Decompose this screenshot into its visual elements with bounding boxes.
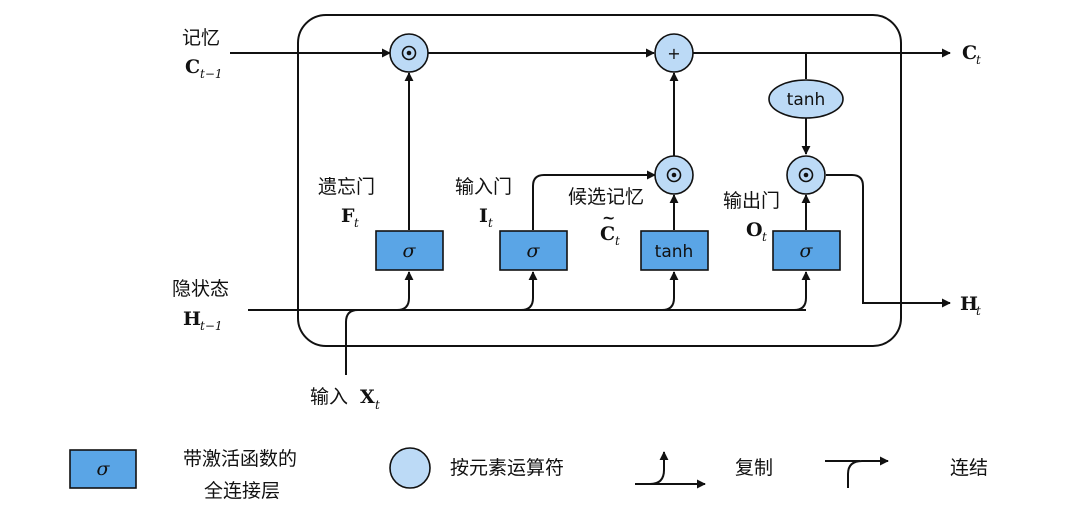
legend-concat-label: 连结: [950, 457, 988, 479]
branch-to-input-gate: [520, 271, 538, 311]
legend-concat-icon: [847, 456, 889, 488]
output-hidden-subscript: t: [976, 304, 981, 318]
hidden-label: 隐状态: [172, 278, 229, 300]
input-subscript: t: [375, 398, 380, 412]
memory-subscript: t−1: [200, 67, 223, 81]
input-gate-block-label: σ: [527, 240, 541, 262]
input-gate-symbol: I: [479, 205, 488, 227]
input-x-line: [345, 309, 359, 375]
forget-gate-subscript: t: [354, 216, 359, 230]
input-gate-block: [499, 230, 568, 271]
output-gate-subscript: t: [762, 230, 767, 244]
forget-multiply-op: [389, 33, 429, 73]
memory-add-op: [654, 33, 694, 73]
input-gate-label: 输入门: [455, 176, 512, 198]
memory-label: 记忆: [182, 27, 220, 49]
legend-fc-line1: 带激活函数的: [183, 448, 297, 470]
forget-gate-block-label: σ: [403, 240, 417, 262]
output-gate-block-label: σ: [800, 240, 814, 262]
forget-gate-block: [375, 230, 444, 271]
hidden-symbol: H: [183, 308, 201, 330]
hidden-subscript: t−1: [200, 319, 223, 333]
output-gate-label: 输出门: [723, 190, 780, 212]
legend-op-label: 按元素运算符: [450, 457, 564, 479]
input-gate-to-mult-line: [532, 170, 656, 230]
candidate-block: [640, 230, 709, 271]
forget-gate-symbol: F: [341, 205, 355, 227]
legend-fc-line2: 全连接层: [204, 480, 280, 502]
branch-to-forget: [396, 271, 414, 311]
output-memory-subscript: t: [976, 53, 981, 67]
hidden-out-line: [826, 174, 951, 308]
output-hidden-symbol: H: [960, 293, 978, 315]
candidate-subscript: t: [615, 234, 620, 248]
candidate-label: 候选记忆: [568, 186, 644, 208]
input-gate-subscript: t: [488, 216, 493, 230]
legend-copy-label: 复制: [735, 457, 773, 479]
legend-copy-icon: [635, 454, 705, 485]
output-gate-block: [772, 230, 841, 271]
lstm-cell-frame: [297, 14, 902, 347]
legend-fc-swatch: [69, 449, 137, 489]
memory-tanh-op: [768, 79, 844, 119]
candidate-symbol: C: [600, 223, 615, 245]
input-label: 输入: [310, 386, 348, 408]
candidate-tilde: ~: [602, 208, 615, 227]
legend-op-swatch: [389, 447, 431, 489]
candidate-block-label: tanh: [655, 242, 694, 262]
output-multiply-op: [786, 155, 826, 195]
candidate-multiply-op: [654, 155, 694, 195]
output-memory-symbol: C: [962, 42, 977, 64]
branch-to-candidate: [661, 271, 679, 311]
output-gate-symbol: O: [746, 219, 763, 241]
legend-fc-swatch-label: σ: [97, 458, 111, 480]
memory-tanh-label: tanh: [787, 90, 826, 110]
memory-add-label: +: [667, 44, 680, 63]
forget-gate-label: 遗忘门: [318, 176, 375, 198]
branch-to-output-gate: [793, 271, 811, 311]
input-symbol: X: [360, 386, 375, 408]
memory-symbol: C: [185, 56, 200, 78]
